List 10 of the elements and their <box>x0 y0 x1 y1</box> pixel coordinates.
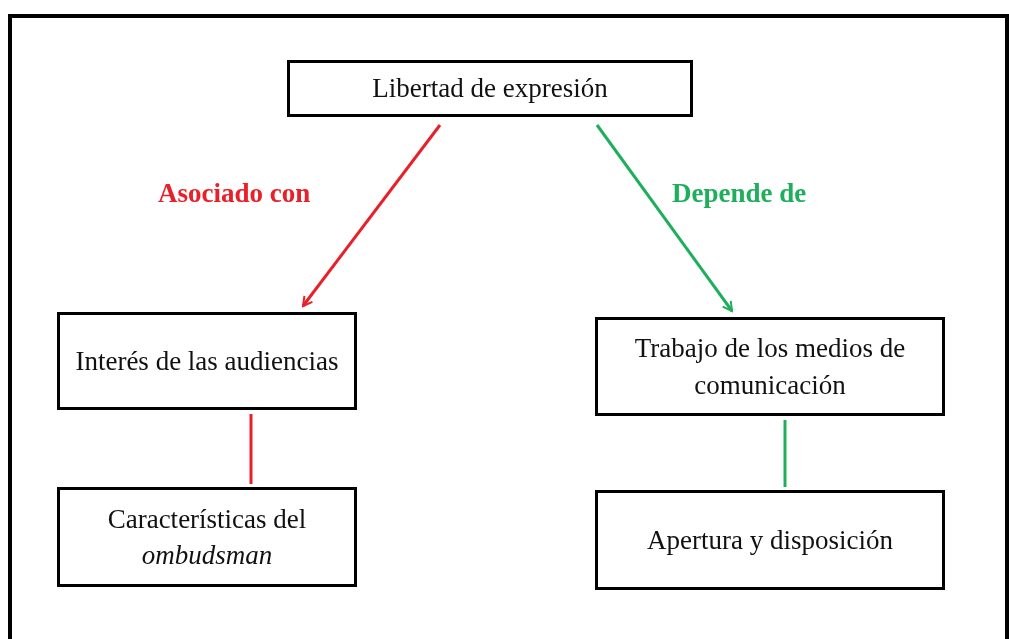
connector-line <box>249 414 253 484</box>
concept-box: Trabajo de los medios de comunicación <box>595 317 945 416</box>
concept-box: Apertura y disposición <box>595 490 945 590</box>
concept-box: Interés de las audiencias <box>57 312 357 410</box>
edge-label: Depende de <box>672 180 807 207</box>
arrow <box>595 124 734 312</box>
concept-box: Libertad de expresión <box>287 60 693 117</box>
concept-box: Características del ombudsman <box>57 487 357 587</box>
arrow <box>301 124 442 307</box>
connector-line <box>783 420 787 487</box>
